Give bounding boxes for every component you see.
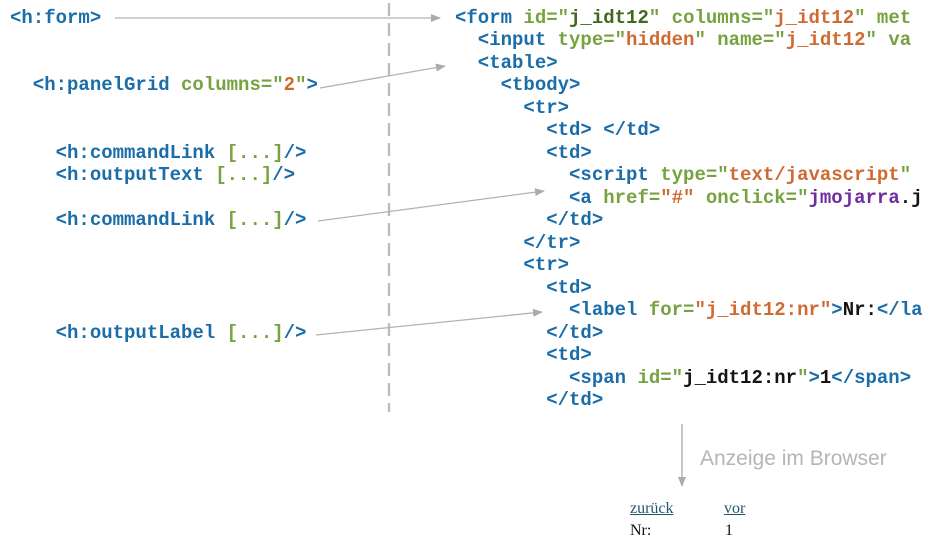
code-line: <span id="j_idt12:nr">1</span> [455, 366, 912, 389]
code-line: <h:commandLink [...]/> [10, 209, 307, 232]
code-line [10, 29, 318, 51]
code-line: <h:outputLabel [...]/> [10, 321, 307, 344]
code-line: <h:commandLink [...]/> [10, 141, 307, 164]
code-line: <h:panelGrid columns="2"> [10, 74, 318, 97]
code-line: <tr> [455, 96, 570, 119]
jsf-source-code: <h:form> <h:panelGrid columns="2"> <h:co… [10, 7, 318, 411]
browser-caption: Anzeige im Browser [700, 447, 887, 470]
code-line: <form id="j_idt12" columns="j_idt12" met [455, 7, 912, 29]
code-line [10, 187, 318, 209]
code-line: <td> </td> [455, 119, 661, 142]
code-line [10, 97, 318, 119]
code-line [10, 254, 318, 276]
code-line: <input type="hidden" name="j_idt12" va [455, 29, 912, 52]
code-line: <script type="text/javascript" [455, 164, 912, 187]
code-line: <h:outputText [...]/> [10, 164, 296, 187]
code-line: <tbody> [455, 74, 581, 97]
code-line: </td> [455, 388, 604, 411]
code-line: </td> [455, 321, 604, 344]
code-line [10, 52, 318, 74]
code-line: <td> [455, 344, 592, 367]
code-line: <h:form> [10, 7, 102, 29]
code-line: <td> [455, 141, 592, 164]
code-line: <label for="j_idt12:nr">Nr:</la [455, 299, 923, 322]
code-line: <tr> [455, 254, 570, 277]
code-line: <a href="#" onclick="jmojarra.j [455, 186, 923, 209]
code-line [10, 232, 318, 254]
code-line: </tr> [455, 231, 581, 254]
code-line [10, 119, 318, 141]
code-line: <td> [455, 276, 592, 299]
arrow-panelgrid-to-table [319, 63, 446, 89]
code-line [10, 367, 318, 389]
code-line: </td> [455, 209, 604, 232]
rendered-html-code: <form id="j_idt12" columns="j_idt12" met… [455, 7, 923, 411]
back-link[interactable]: zurück [630, 500, 674, 517]
code-line [10, 277, 318, 299]
forward-link[interactable]: vor [724, 500, 746, 517]
code-line [10, 299, 318, 321]
code-line [10, 389, 318, 411]
code-line [10, 344, 318, 366]
nr-value: 1 [725, 522, 733, 539]
code-line: <table> [455, 51, 558, 74]
nr-label: Nr: [630, 522, 652, 539]
